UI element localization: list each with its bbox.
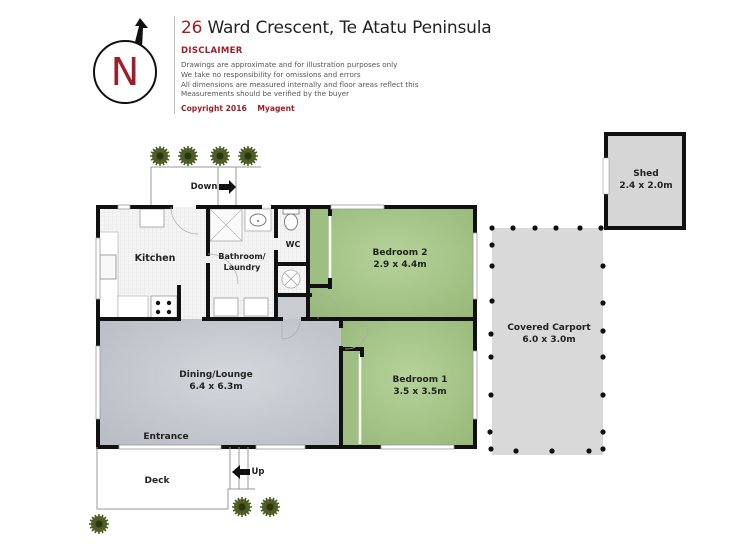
wc-label: WC xyxy=(279,239,307,251)
bedroom2-floor xyxy=(310,207,475,319)
disclaimer-text: Drawings are approximate and for illustr… xyxy=(181,60,418,99)
plant-icon xyxy=(177,145,199,167)
kitchen-fridge xyxy=(139,208,165,228)
room-size: 2.9 x 4.4m xyxy=(373,260,427,270)
room-size: 3.5 x 3.5m xyxy=(393,387,447,397)
room-name: Kitchen xyxy=(134,253,176,264)
laundry-tub-icon xyxy=(213,297,239,317)
header-divider xyxy=(174,16,175,114)
stove-icon xyxy=(150,295,178,319)
carport-floor xyxy=(492,228,603,455)
room-name: Covered Carport xyxy=(507,323,591,333)
room-size: 6.0 x 3.0m xyxy=(522,335,576,345)
compass-letter: N xyxy=(110,50,140,94)
carport-posts xyxy=(487,225,606,454)
room-name: Deck xyxy=(144,476,170,486)
kitchen-bench xyxy=(117,295,149,319)
room-name: Bedroom 1 xyxy=(392,375,448,385)
title-address: Ward Crescent, Te Atatu Peninsula xyxy=(202,18,492,38)
room-size: 2.4 x 2.0m xyxy=(619,181,673,191)
deck-label: Deck xyxy=(137,475,177,487)
washing-machine-icon xyxy=(243,297,269,317)
plant-icon xyxy=(88,513,110,535)
down-arrow-icon xyxy=(219,180,236,194)
shed-label: Shed 2.4 x 2.0m xyxy=(608,168,684,192)
basin-icon xyxy=(244,208,272,232)
sink-icon xyxy=(99,254,117,280)
down-stairs-label: Down xyxy=(189,181,219,193)
wardrobe xyxy=(343,350,360,446)
hot-water-cylinder-icon xyxy=(281,269,301,289)
hallway-floor xyxy=(276,295,310,319)
toilet-icon xyxy=(282,208,300,231)
plant-icon xyxy=(237,145,259,167)
door-swings xyxy=(170,206,369,350)
room-name: Shed xyxy=(633,169,659,179)
up-arrow-icon xyxy=(232,465,250,479)
room-name: Bedroom 2 xyxy=(372,248,428,258)
copyright: Copyright 2016 Myagent xyxy=(181,104,295,113)
dining-floor xyxy=(98,319,341,447)
plant-icon xyxy=(259,496,281,518)
stairs-text: Up xyxy=(251,467,265,477)
bedroom1-label: Bedroom 1 3.5 x 3.5m xyxy=(365,374,475,398)
room-name: Dining/Lounge xyxy=(179,370,253,380)
room-name: Laundry xyxy=(223,263,261,272)
disclaimer-line: All dimensions are measured internally a… xyxy=(181,79,419,89)
room-name: WC xyxy=(285,240,301,249)
north-arrow-icon xyxy=(93,18,157,104)
room-size: 6.4 x 6.3m xyxy=(189,382,243,392)
plant-icon xyxy=(209,145,231,167)
wardrobe xyxy=(312,209,330,287)
shed-floor xyxy=(604,132,686,230)
room-name: Entrance xyxy=(143,432,189,442)
kitchen-label: Kitchen xyxy=(122,253,188,265)
plant-icon xyxy=(149,145,171,167)
windows xyxy=(95,204,478,450)
up-stairs-label: Up xyxy=(250,466,266,478)
disclaimer-line: Measurements should be verified by the b… xyxy=(181,89,350,99)
shower-icon xyxy=(209,208,243,242)
disclaimer-line: We take no responsibility for omissions … xyxy=(181,69,361,79)
disclaimer-heading: DISCLAIMER xyxy=(181,46,243,56)
room-name: Bathroom/ xyxy=(218,252,266,261)
dining-label: Dining/Lounge 6.4 x 6.3m xyxy=(156,369,276,393)
carport-label: Covered Carport 6.0 x 3.0m xyxy=(494,322,604,346)
walls xyxy=(96,205,477,449)
shed-door xyxy=(602,157,610,195)
disclaimer-line: Drawings are approximate and for illustr… xyxy=(181,60,398,69)
plant-icon xyxy=(231,496,253,518)
compass: N xyxy=(90,14,170,114)
title-number: 26 xyxy=(181,18,203,38)
bedroom2-label: Bedroom 2 2.9 x 4.4m xyxy=(345,247,455,271)
page-title: 26 Ward Crescent, Te Atatu Peninsula xyxy=(181,18,492,38)
stairs-text: Down xyxy=(190,182,218,192)
bathroom-label: Bathroom/ Laundry xyxy=(210,251,274,273)
entrance-label: Entrance xyxy=(135,431,197,443)
